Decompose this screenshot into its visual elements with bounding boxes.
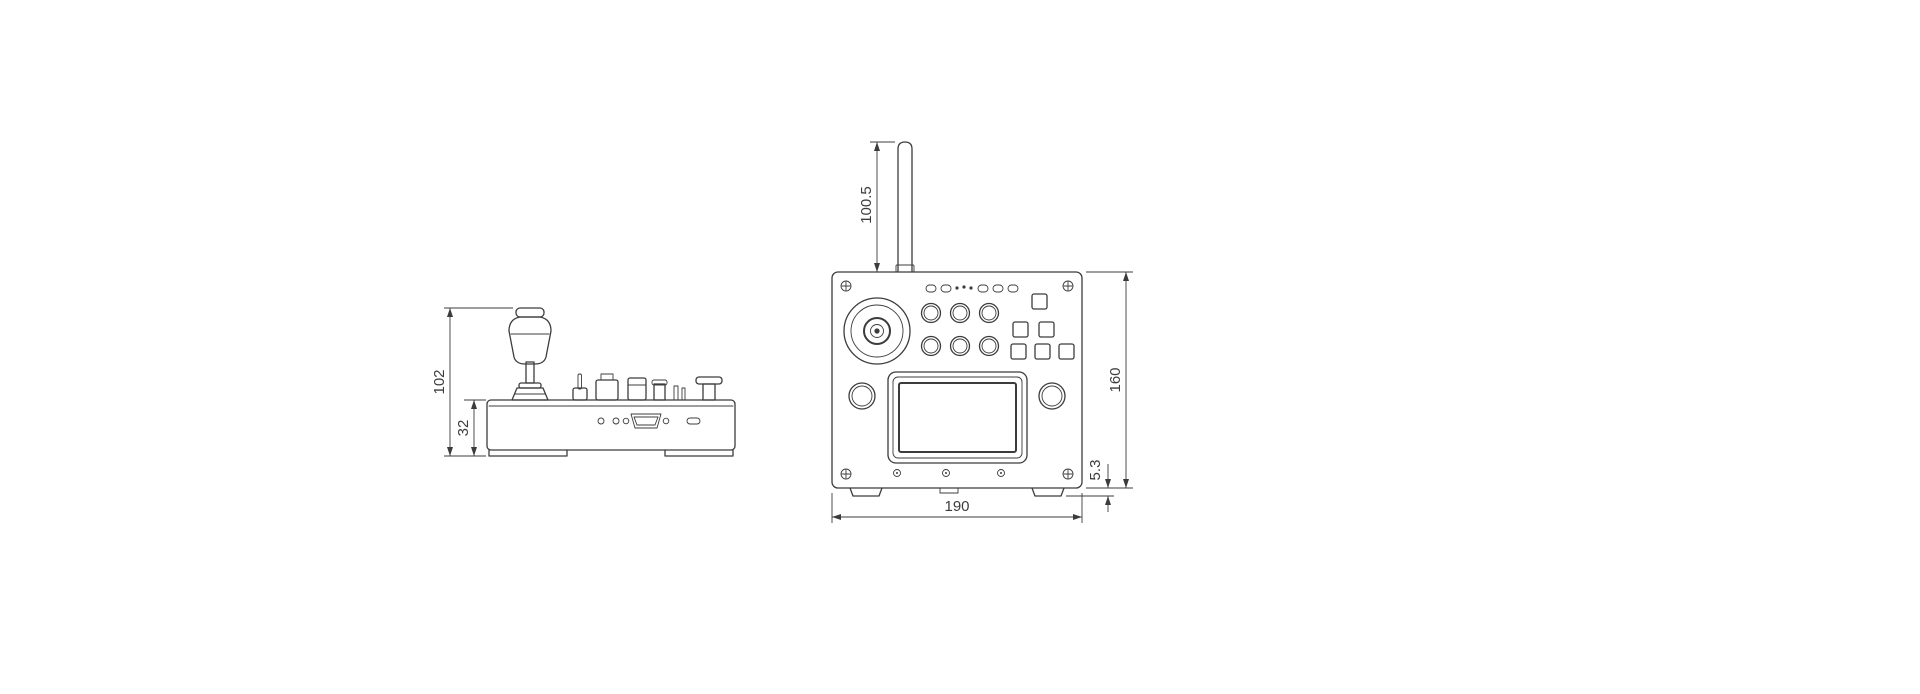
square-button — [1031, 293, 1048, 310]
round-button — [978, 302, 1000, 324]
dim-antenna-height: 100.5 — [858, 141, 895, 273]
round-button — [920, 302, 942, 324]
bottom-feet — [849, 487, 1065, 497]
dim-body-width: 190 — [831, 493, 1083, 523]
led — [992, 284, 1004, 293]
round-button — [949, 335, 971, 357]
usb-port — [686, 417, 701, 425]
bottom-screws — [893, 469, 1005, 477]
antenna-base — [895, 264, 915, 273]
emergency-stop-side — [695, 376, 723, 401]
joystick-cap — [515, 307, 545, 318]
small-pins — [673, 385, 686, 401]
push-button-side — [651, 379, 668, 401]
dim-base-height-label: 32 — [455, 420, 472, 437]
dim-body-height-label: 160 — [1107, 367, 1124, 392]
square-buttons — [1010, 293, 1075, 360]
round-buttons — [920, 302, 1000, 357]
screw — [893, 469, 901, 477]
led — [1007, 284, 1019, 293]
dim-total-height: 102 — [431, 307, 513, 457]
panel-body — [831, 271, 1083, 497]
toggle-switch — [572, 373, 588, 401]
led — [925, 284, 937, 293]
square-button — [1012, 321, 1029, 338]
dot-marker — [962, 285, 966, 289]
square-button — [1038, 321, 1055, 338]
round-button — [949, 302, 971, 324]
antenna — [895, 141, 915, 273]
dim-foot-height: 5.3 — [1066, 460, 1114, 512]
top-controls-side — [572, 373, 723, 401]
circular-button-left — [848, 382, 876, 410]
square-button — [1010, 343, 1027, 360]
side-view: 102 32 — [431, 307, 736, 457]
dim-body-width-label: 190 — [944, 498, 969, 515]
dim-body-height: 160 — [1086, 271, 1133, 489]
base-unit-side — [486, 399, 736, 457]
circular-button-right — [1038, 382, 1066, 410]
display-screen — [887, 371, 1028, 464]
square-button — [1058, 343, 1075, 360]
selector-switch — [595, 373, 619, 401]
dim-base-height: 32 — [455, 399, 486, 456]
joystick-front — [843, 297, 911, 365]
switch-block — [627, 377, 647, 401]
joystick-side — [508, 307, 552, 401]
dim-antenna-height-label: 100.5 — [858, 186, 875, 224]
screw — [840, 280, 852, 292]
corner-screws — [840, 280, 1074, 480]
led — [977, 284, 989, 293]
screw — [1062, 468, 1074, 480]
dot-marker — [955, 286, 959, 290]
round-button — [978, 335, 1000, 357]
joystick-grip — [508, 316, 552, 365]
indicator-leds-side — [597, 417, 620, 425]
led — [940, 284, 952, 293]
joystick-collar — [518, 382, 542, 389]
front-view: 100.5 — [831, 141, 1133, 523]
joystick-stem — [525, 361, 535, 384]
round-button — [920, 335, 942, 357]
dsub-connector — [622, 413, 670, 429]
dot-marker — [969, 286, 973, 290]
square-button — [1034, 343, 1051, 360]
screw — [840, 468, 852, 480]
screw — [942, 469, 950, 477]
screw — [1062, 280, 1074, 292]
screw — [997, 469, 1005, 477]
status-led-row — [925, 284, 1019, 293]
joystick-bellows — [511, 387, 549, 401]
dim-total-height-label: 102 — [431, 369, 448, 394]
dim-foot-height-label: 5.3 — [1087, 460, 1104, 481]
